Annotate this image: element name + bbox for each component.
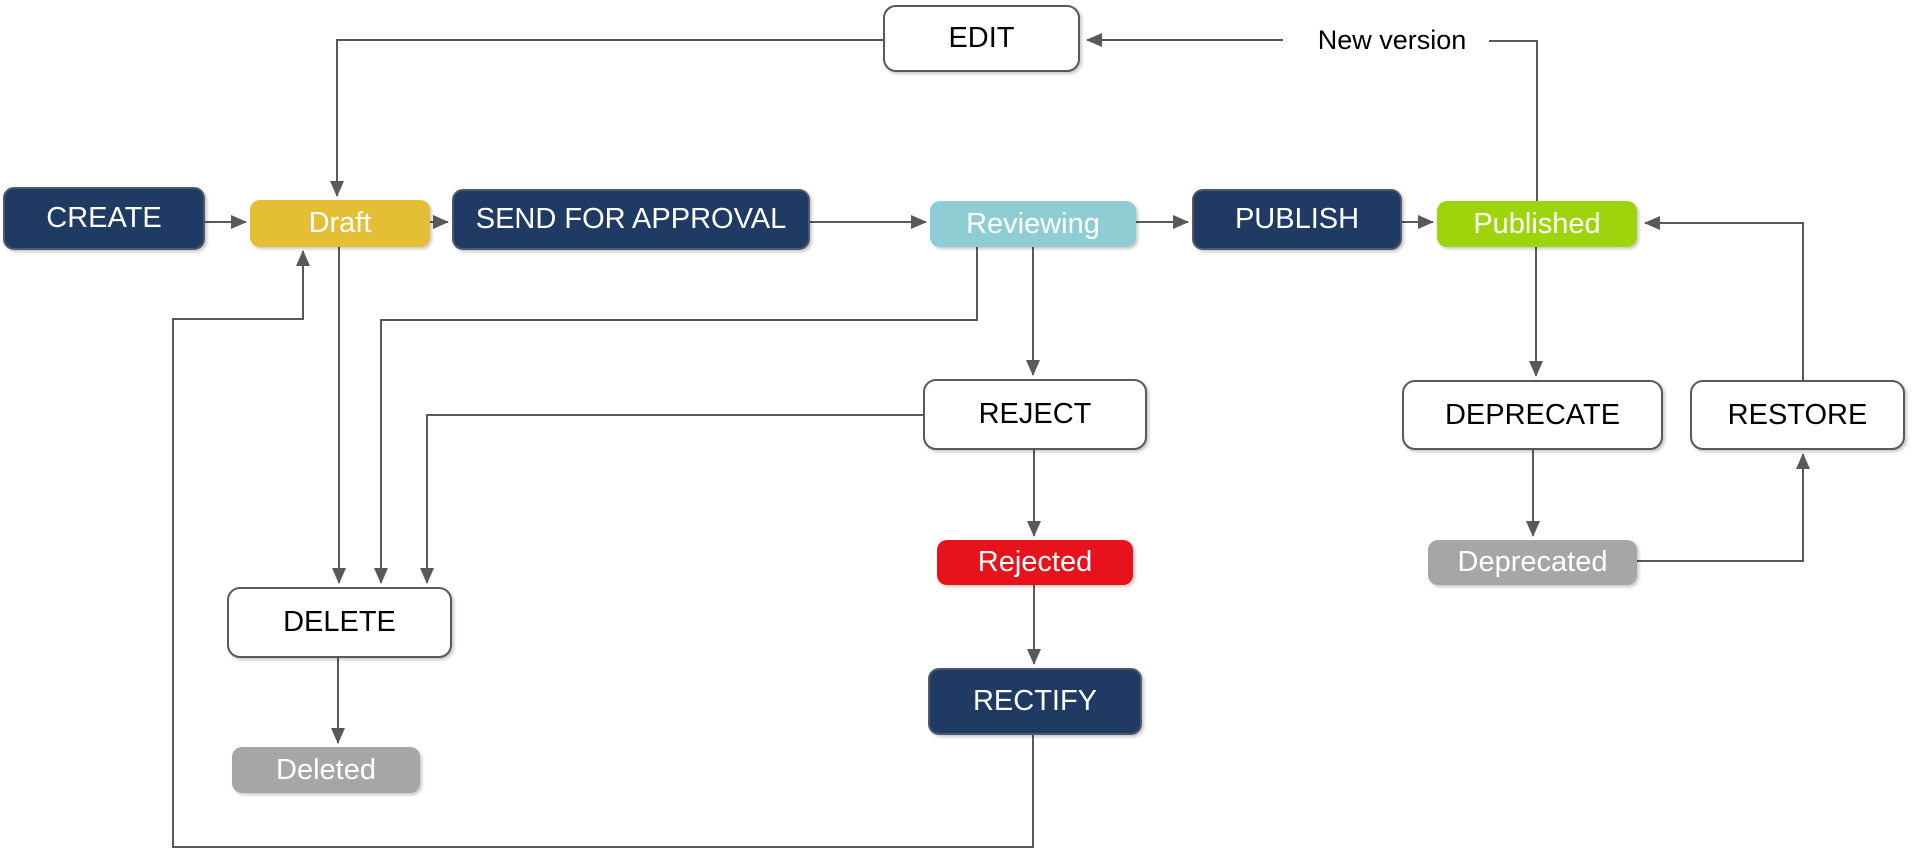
edge-reviewing-to-delete bbox=[374, 247, 978, 584]
edges-group bbox=[172, 33, 1810, 848]
node-deprecate[interactable]: DEPRECATE bbox=[1402, 380, 1663, 450]
edge-reject-to-delete bbox=[420, 414, 923, 584]
node-label-create: CREATE bbox=[46, 202, 162, 234]
edge-rectify-to-draft bbox=[172, 250, 1034, 848]
node-label-edit: EDIT bbox=[948, 22, 1015, 54]
node-label-publish: PUBLISH bbox=[1234, 203, 1360, 235]
edge-restore-to-published bbox=[1644, 216, 1804, 380]
node-delete[interactable]: DELETE bbox=[227, 587, 452, 658]
node-draft[interactable]: Draft bbox=[250, 200, 430, 247]
node-deleted[interactable]: Deleted bbox=[232, 747, 420, 793]
node-label-deprecate: DEPRECATE bbox=[1444, 398, 1621, 431]
node-reject[interactable]: REJECT bbox=[923, 379, 1147, 450]
node-rectify[interactable]: RECTIFY bbox=[928, 668, 1142, 735]
node-published[interactable]: Published bbox=[1437, 201, 1637, 247]
node-label-send: SEND FOR APPROVAL bbox=[475, 203, 787, 235]
node-rejected[interactable]: Rejected bbox=[937, 540, 1133, 585]
node-create[interactable]: CREATE bbox=[3, 187, 205, 250]
node-publish[interactable]: PUBLISH bbox=[1192, 189, 1402, 250]
node-label-delete: DELETE bbox=[283, 606, 396, 638]
edge-edit-to-draft bbox=[330, 39, 883, 197]
node-restore[interactable]: RESTORE bbox=[1690, 380, 1905, 450]
node-reviewing[interactable]: Reviewing bbox=[930, 201, 1136, 247]
node-label-deprecated: Deprecated bbox=[1457, 546, 1608, 578]
node-label-draft: Draft bbox=[308, 207, 372, 239]
node-label-restore: RESTORE bbox=[1727, 398, 1868, 431]
node-deprecated[interactable]: Deprecated bbox=[1428, 540, 1637, 585]
node-label-rejected: Rejected bbox=[977, 546, 1093, 578]
node-label-rectify: RECTIFY bbox=[972, 685, 1098, 717]
node-label-published: Published bbox=[1473, 207, 1601, 240]
node-label-reject: REJECT bbox=[978, 398, 1092, 430]
node-edit[interactable]: EDIT bbox=[883, 5, 1080, 72]
edge-published-to-edit-a bbox=[1489, 40, 1538, 202]
edge-deprecated-to-restore bbox=[1637, 453, 1810, 562]
node-label-reviewing: Reviewing bbox=[966, 207, 1100, 240]
edge-label-new-version: New version bbox=[1296, 25, 1488, 56]
node-label-deleted: Deleted bbox=[276, 753, 376, 786]
node-send[interactable]: SEND FOR APPROVAL bbox=[452, 189, 810, 250]
